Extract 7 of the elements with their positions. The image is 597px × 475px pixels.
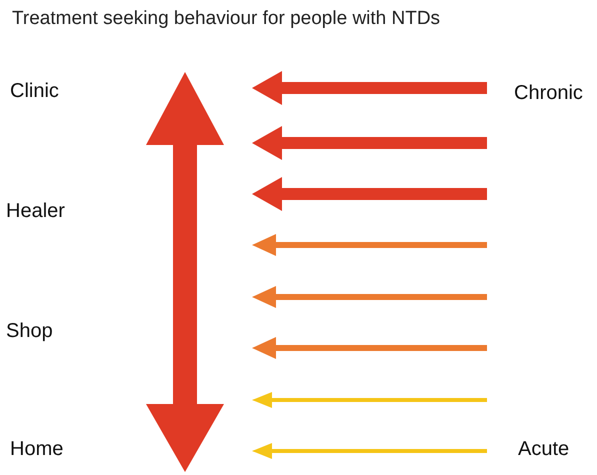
title: Treatment seeking behaviour for people with NTDs xyxy=(12,8,440,30)
axis-label: Chronic xyxy=(514,81,583,105)
axis-label: Home xyxy=(10,437,64,461)
axis-label: Shop xyxy=(6,319,53,343)
axis-label: Healer xyxy=(6,199,65,223)
axis-label: Acute xyxy=(518,437,570,461)
axis-label: Clinic xyxy=(10,79,59,103)
